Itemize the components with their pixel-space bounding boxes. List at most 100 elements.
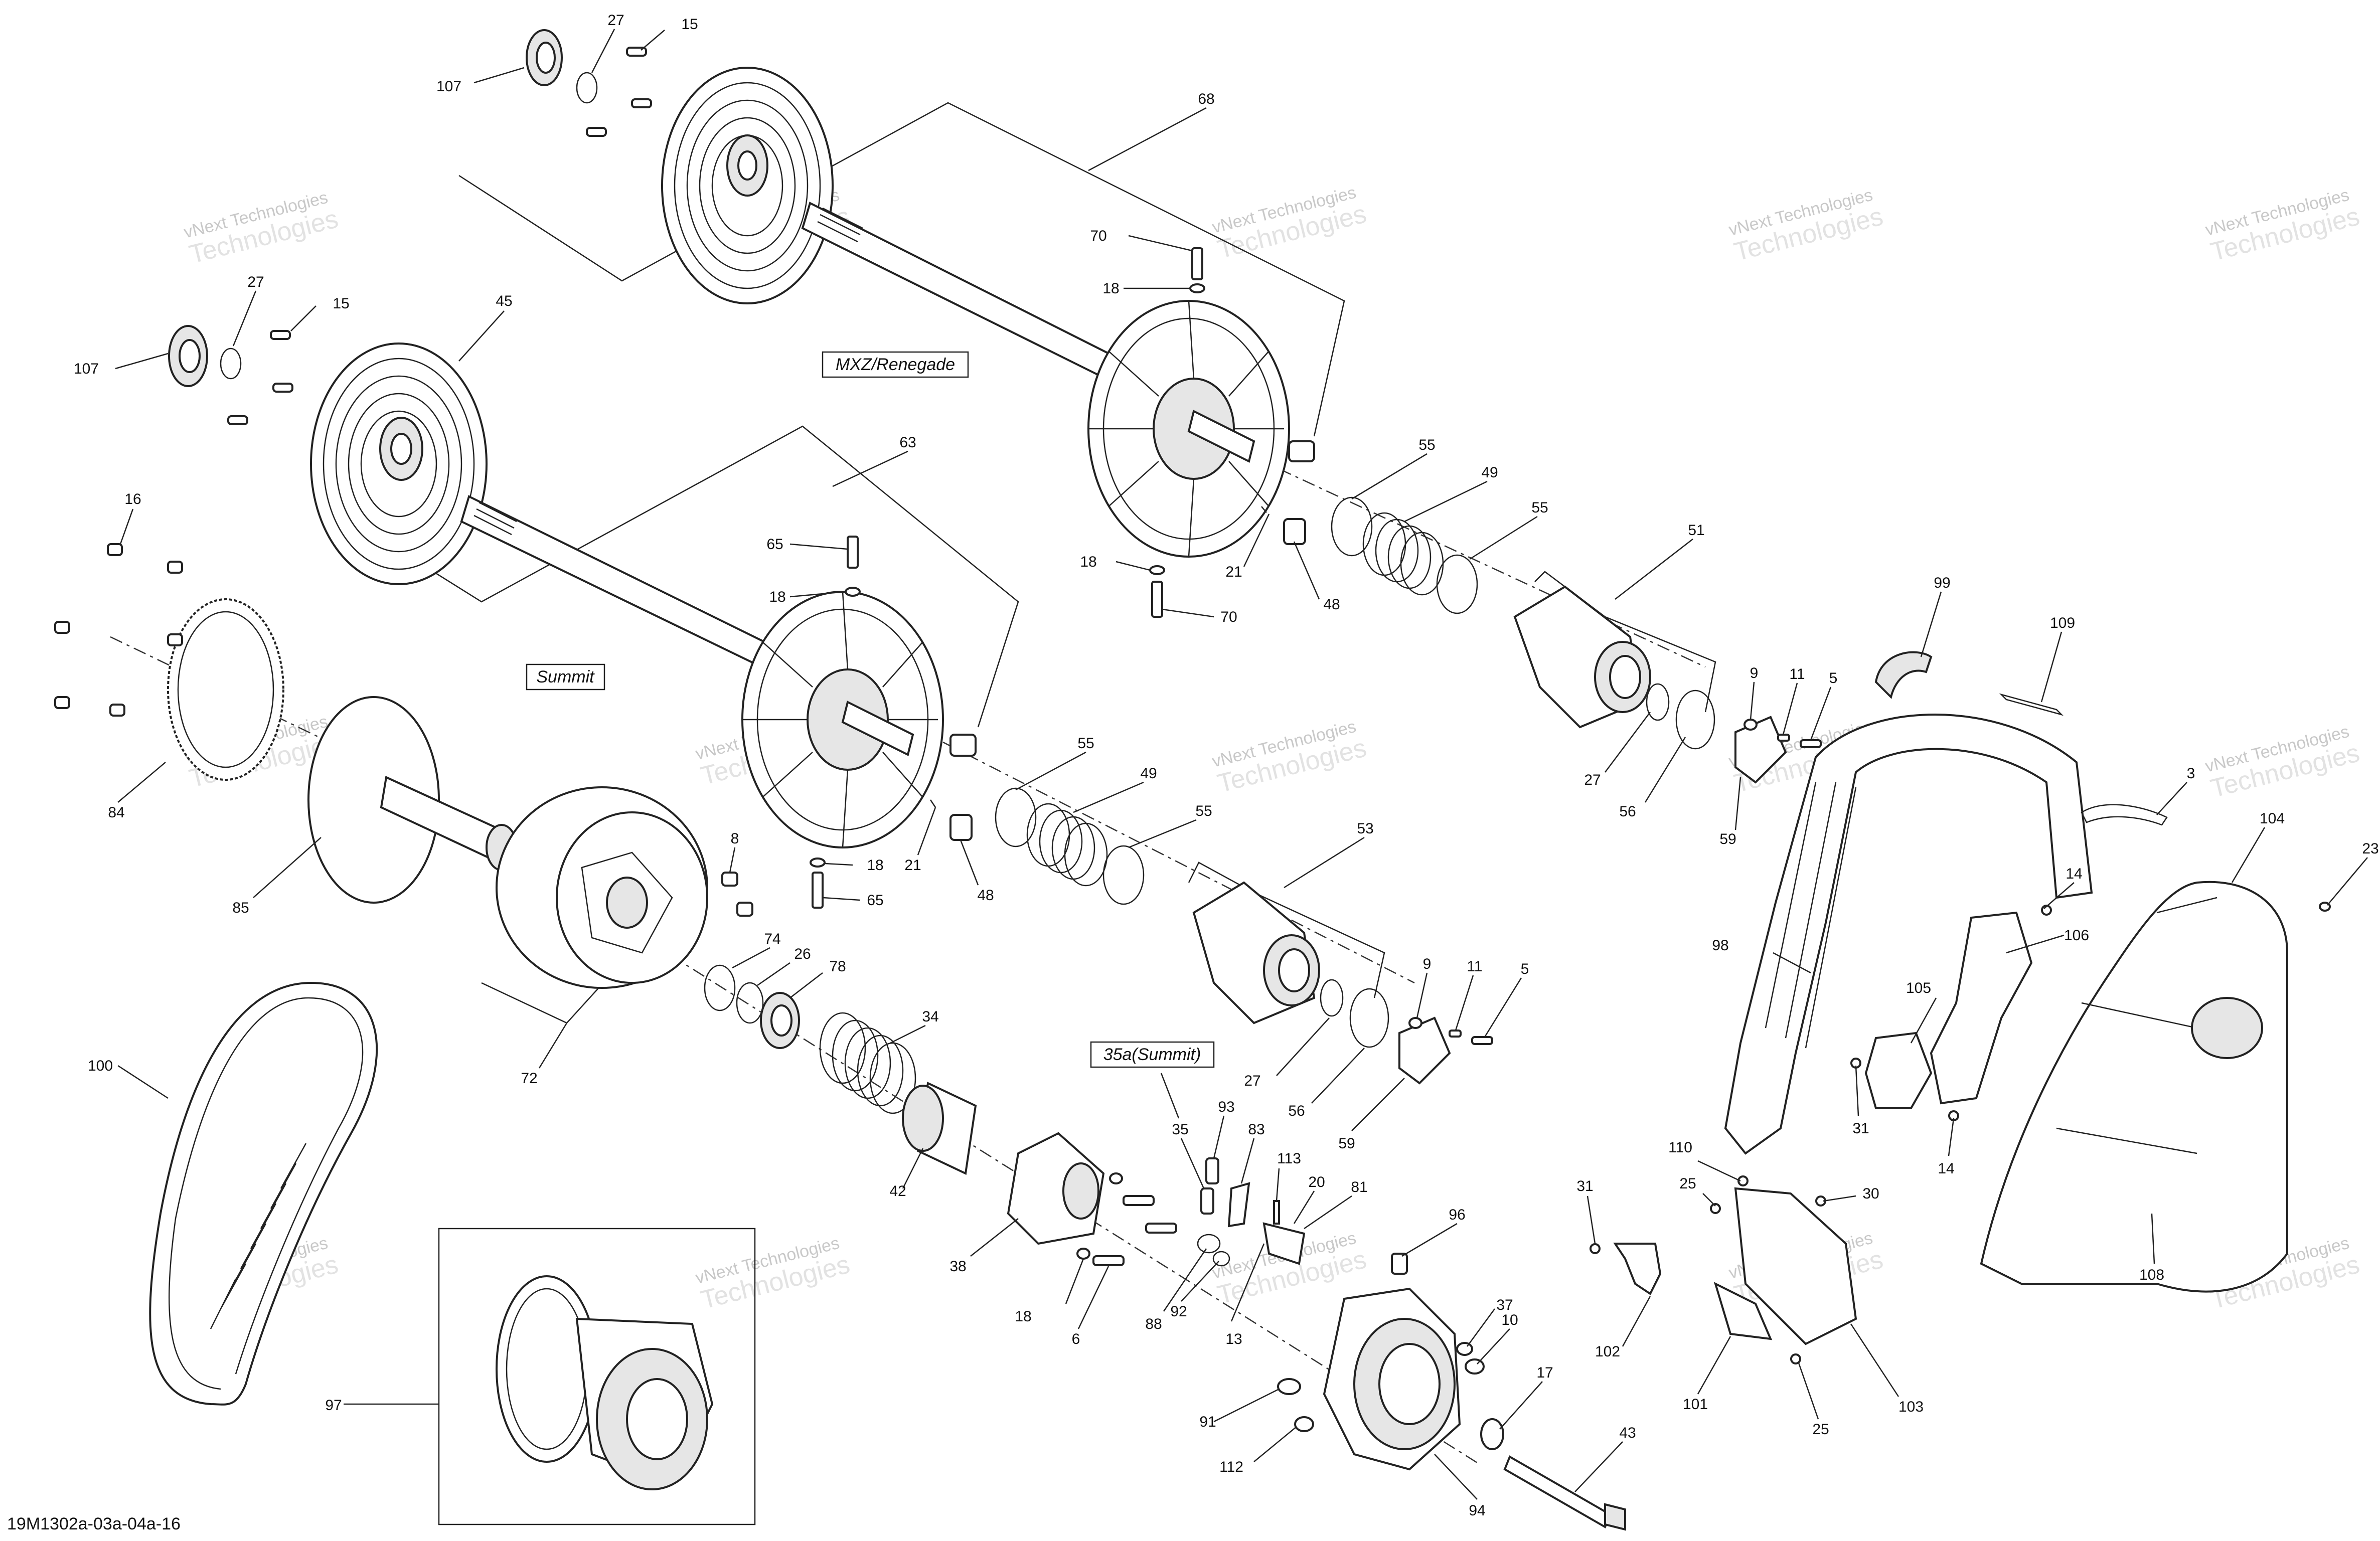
mxz-renegade-assembly (526, 29, 1822, 784)
bolt-70-bottom (1151, 581, 1163, 618)
retaining-ring-27-upper (576, 72, 598, 104)
callout: 56 (1288, 1103, 1305, 1119)
plug-91 (1277, 1378, 1301, 1395)
ring-26 (736, 982, 764, 1024)
bracket-105 (1864, 1032, 1933, 1109)
callout: 49 (1481, 464, 1498, 481)
watermark: vNext Technologies Technologies (2203, 722, 2362, 803)
pin-21-lower (929, 799, 936, 808)
spring-49-upper (1362, 512, 1444, 596)
box-97 (438, 1228, 756, 1525)
callout: 56 (1619, 803, 1636, 820)
movable-sheave-72 (496, 786, 708, 989)
cam-51 (1513, 585, 1651, 729)
washer-92 (1212, 1251, 1230, 1267)
callout: 26 (794, 946, 811, 962)
callout: 65 (766, 536, 783, 553)
callout: 42 (889, 1183, 906, 1200)
belt-guard-group (1590, 651, 2331, 1364)
shim-56-cam53 (1349, 988, 1389, 1048)
callout: 74 (764, 931, 780, 947)
cover-94 (1323, 1287, 1461, 1471)
callout: 11 (1789, 666, 1805, 682)
seal-107-lower-inner (179, 339, 201, 373)
callout: 55 (1531, 499, 1548, 516)
callout: 81 (1351, 1179, 1367, 1195)
callout: 14 (1938, 1160, 1954, 1177)
callout: 10 (1501, 1312, 1518, 1328)
nut-9-lower (1408, 1017, 1422, 1029)
callout: 23 (2362, 840, 2378, 857)
pin-6-c (1092, 1255, 1125, 1266)
slider-48-upper (1283, 518, 1306, 545)
pin-6-b (1145, 1223, 1177, 1234)
screw-16 (167, 561, 183, 574)
shaft-63-spline (473, 501, 517, 536)
callout: 18 (1015, 1308, 1031, 1325)
callout: 110 (1668, 1139, 1692, 1156)
callout: 15 (681, 16, 698, 33)
callout: 93 (1218, 1099, 1234, 1115)
callout: 101 (1683, 1396, 1708, 1413)
washer-11-upper (1777, 734, 1790, 742)
watermark: vNext Technologies Technologies (182, 188, 341, 269)
roller-93 (1205, 1157, 1219, 1184)
cover-104-detail (2056, 897, 2217, 1154)
svg-text:Summit: Summit (536, 667, 595, 687)
callout: 5 (1521, 961, 1529, 977)
callout: 9 (1750, 665, 1759, 681)
callout: 6 (1072, 1331, 1080, 1347)
callout: 99 (1934, 575, 1950, 591)
bracket-103 (1734, 1187, 1857, 1345)
nut-10 (1465, 1358, 1485, 1375)
callout: 109 (2050, 615, 2075, 631)
callout: 11 (1467, 958, 1482, 975)
shaft-68-spline (817, 207, 863, 243)
ring-gear-84-inner (177, 611, 274, 768)
callout: 96 (1449, 1207, 1465, 1223)
fixed-sheave-85 (307, 696, 518, 904)
callout: 14 (2066, 866, 2082, 882)
bolt-70-top (1191, 247, 1203, 280)
callout: 49 (1140, 765, 1157, 782)
bushing-74 (704, 964, 736, 1011)
callout: 18 (769, 589, 785, 605)
callout: 35 (1172, 1121, 1188, 1138)
callout: 18 (1080, 554, 1096, 570)
slider-48-lower (949, 814, 973, 841)
pin-113 (1273, 1200, 1280, 1225)
washer-17 (1480, 1418, 1504, 1450)
watermark: vNext Technologies Technologies (1727, 186, 1886, 267)
watermark: vNext Technologies Technologies (1210, 183, 1369, 264)
screw-25-b (1790, 1353, 1801, 1364)
callout: 78 (829, 958, 846, 975)
callout: 100 (88, 1058, 113, 1074)
summit-assembly (168, 325, 1493, 1085)
washer-18-drive (1076, 1248, 1090, 1260)
drive-pulley-group (54, 543, 1626, 1531)
callout: 103 (1898, 1399, 1924, 1415)
screw-16 (54, 621, 70, 634)
callout: 108 (2139, 1267, 2164, 1283)
callout: 20 (1308, 1174, 1325, 1190)
callout: 27 (247, 274, 264, 290)
callout: 97 (325, 1397, 342, 1414)
pin-6-a (1123, 1195, 1155, 1206)
bracket-68 (458, 102, 1345, 437)
callout: 70 (1090, 228, 1106, 244)
callout: 84 (108, 804, 124, 821)
screw-15-upper (586, 127, 607, 137)
callout: 55 (1418, 437, 1435, 453)
callout: 91 (1199, 1414, 1216, 1430)
callout: 48 (1323, 596, 1340, 613)
washer-18-lower-bottom (810, 858, 826, 868)
ring-gear-84 (167, 598, 284, 781)
callout: 27 (1244, 1073, 1260, 1089)
callout: 34 (922, 1008, 938, 1025)
variant-label-summit-35a: 35a(Summit) (1090, 1041, 1215, 1068)
callout: 27 (1584, 772, 1601, 788)
callout: 107 (436, 78, 461, 95)
bracket-59-upper (1734, 716, 1787, 784)
guard-98 (1724, 714, 2093, 1155)
